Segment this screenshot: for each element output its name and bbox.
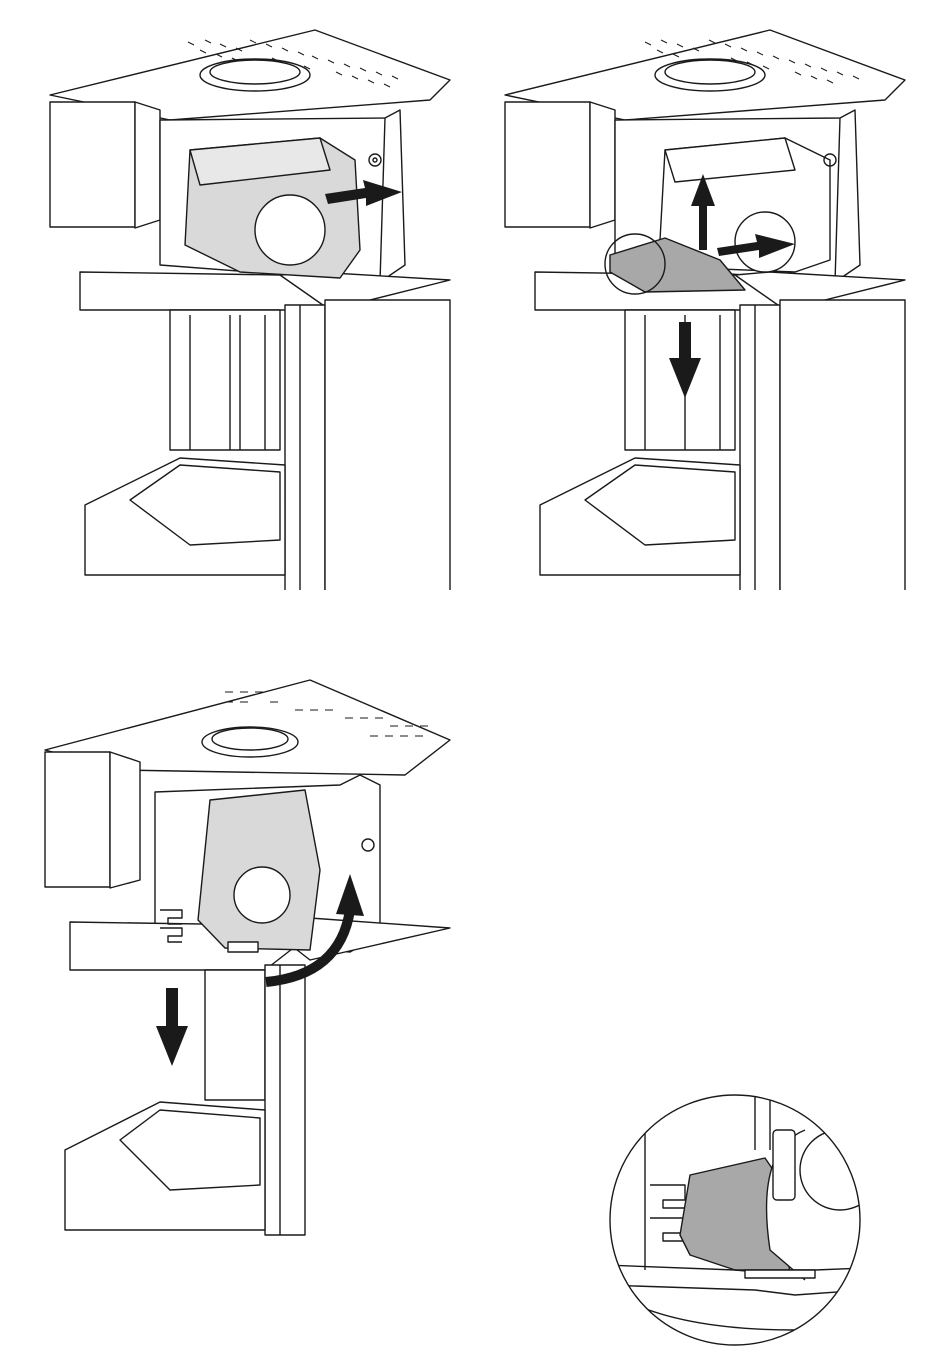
step-2-panel xyxy=(495,10,915,590)
stove-illustration-2 xyxy=(495,10,915,590)
flue-collar xyxy=(202,727,298,757)
step-3-panel xyxy=(40,670,460,1240)
side-column xyxy=(740,305,780,590)
flue-collar xyxy=(200,59,310,91)
side-door xyxy=(505,102,590,227)
side-column xyxy=(265,965,305,1235)
down-arrow-icon xyxy=(156,988,188,1066)
flue-collar xyxy=(655,59,765,91)
detail-magnified-view xyxy=(605,1090,865,1350)
detail-panel xyxy=(605,1090,865,1350)
step-1-panel xyxy=(40,10,460,590)
side-column xyxy=(285,305,325,590)
side-door xyxy=(45,752,110,887)
stove-illustration-3 xyxy=(40,670,460,1240)
side-door xyxy=(50,102,135,227)
pedestal xyxy=(170,310,280,450)
pedestal xyxy=(205,970,265,1100)
stove-illustration-1 xyxy=(40,10,460,590)
